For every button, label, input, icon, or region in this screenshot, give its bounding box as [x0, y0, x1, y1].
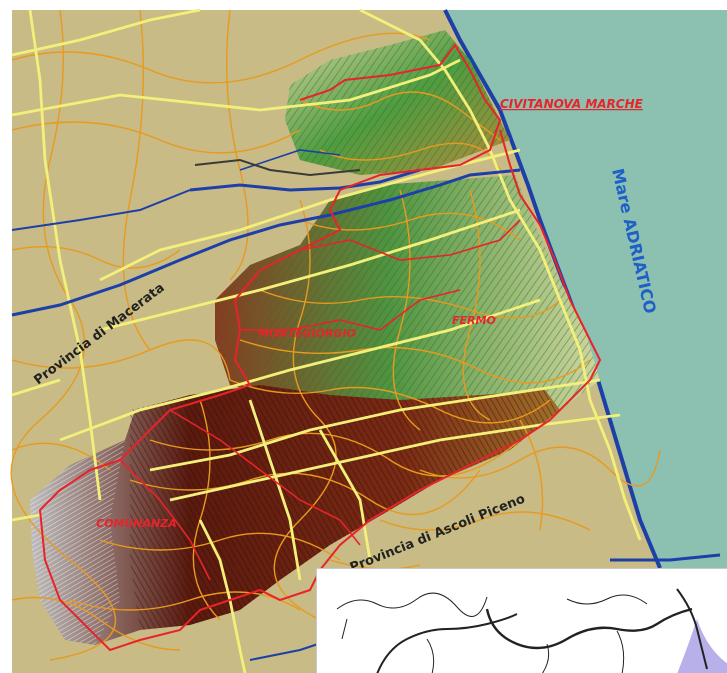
inset-boundaries: [336, 588, 708, 673]
map-frame-top: [0, 0, 727, 10]
inset-map-drawing: [336, 588, 727, 673]
primary-roads: [11, 8, 642, 673]
map-frame-left: [0, 0, 12, 673]
relief-west-gray: [30, 440, 125, 645]
label-civitanova-marche: CIVITANOVA MARCHE: [500, 97, 644, 111]
label-comunanza: COMUNANZA: [96, 517, 177, 530]
inset-map: [316, 568, 727, 673]
internal-boundary: [119, 219, 521, 581]
relief-north-texture: [285, 30, 510, 175]
railway: [194, 158, 361, 177]
territory-boundary: [38, 43, 602, 652]
relief-middle-texture: [215, 175, 600, 430]
label-montegiorgio: MONTEGIORGIO: [258, 327, 356, 340]
label-fermo: FERMO: [452, 314, 496, 327]
rivers: [11, 149, 721, 661]
relief-south-texture: [130, 385, 560, 630]
